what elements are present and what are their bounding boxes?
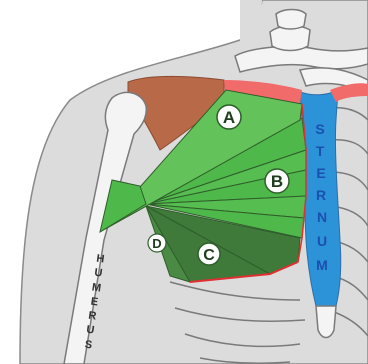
humerus-letter: M [91, 281, 102, 294]
sternum-letter: E [316, 165, 325, 181]
sternum-letter: R [316, 187, 326, 203]
sternum-letter: S [315, 121, 324, 137]
humerus-letter: R [88, 310, 98, 323]
label-b: B [271, 172, 283, 191]
cervical-vertebra-2 [276, 10, 306, 30]
label-a: A [223, 108, 235, 127]
label-b-marker: B [265, 169, 289, 193]
label-c-marker: C [198, 243, 220, 265]
humerus-letter: U [86, 324, 96, 337]
sternum-letter: T [316, 143, 325, 159]
label-d: D [152, 236, 161, 251]
humerus-letter: U [94, 267, 104, 280]
label-d-marker: D [148, 234, 166, 252]
label-c: C [203, 247, 215, 264]
sternum-letter: N [317, 209, 327, 225]
sternum-letter: M [316, 257, 328, 273]
sternum-letter: U [317, 233, 327, 249]
humerus-letter: H [96, 253, 106, 266]
neck-skin [240, 0, 262, 44]
label-a-marker: A [217, 105, 241, 129]
xiphoid [316, 306, 336, 338]
